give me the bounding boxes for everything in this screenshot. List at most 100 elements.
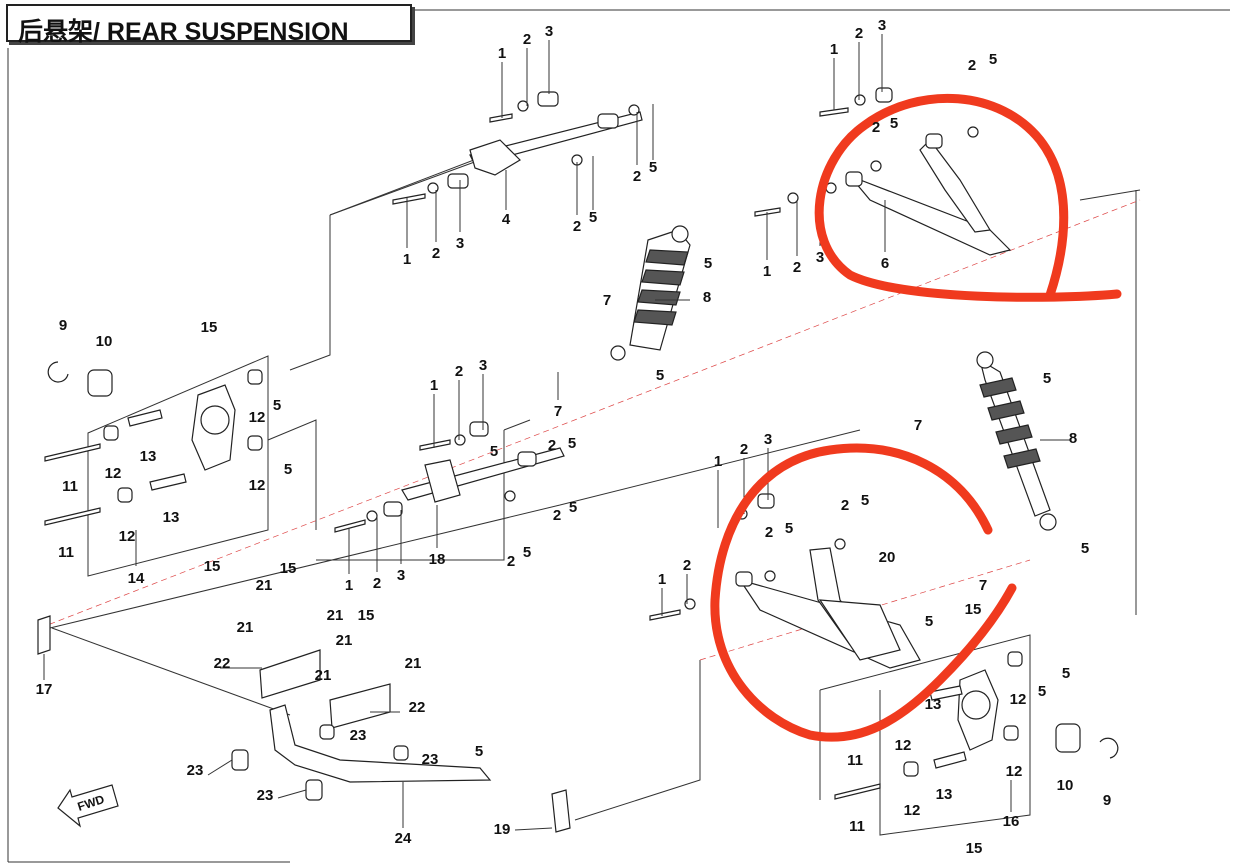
callout-number: 5 <box>785 520 793 537</box>
highlight-annotations <box>710 93 1122 742</box>
callout-number: 19 <box>494 821 511 838</box>
fwd-arrow: FWD <box>57 784 119 828</box>
callout-number: 12 <box>904 802 921 819</box>
knuckle-left <box>44 361 263 526</box>
callout-number: 3 <box>456 235 464 252</box>
callout-number: 13 <box>140 448 157 465</box>
callout-number: 21 <box>315 667 332 684</box>
callout-number: 23 <box>422 751 439 768</box>
callout-number: 23 <box>350 727 367 744</box>
callout-number: 2 <box>548 437 556 454</box>
callout-number: 21 <box>405 655 422 672</box>
lower-arm-right <box>649 493 921 669</box>
callout-number: 21 <box>336 632 353 649</box>
callout-number: 3 <box>878 17 886 34</box>
callout-number: 21 <box>327 607 344 624</box>
callout-number: 7 <box>914 417 922 434</box>
callout-number: 11 <box>849 818 865 835</box>
callout-number: 5 <box>656 367 664 384</box>
callout-number: 21 <box>237 619 254 636</box>
highlight-upper-arm <box>814 93 1122 302</box>
callout-number: 10 <box>1057 777 1074 794</box>
shock-absorber-left <box>610 225 691 361</box>
callout-number: 1 <box>430 377 438 394</box>
upper-arm-assembly-left <box>392 91 643 205</box>
callout-number: 24 <box>395 830 412 847</box>
callout-number: 1 <box>714 453 722 470</box>
callout-number: 5 <box>475 743 483 760</box>
callout-number: 5 <box>284 461 292 478</box>
callout-number: 6 <box>881 255 889 272</box>
callout-number: 15 <box>358 607 375 624</box>
callout-number: 1 <box>658 571 666 588</box>
callout-number: 3 <box>816 249 824 266</box>
callout-number: 2 <box>432 245 440 262</box>
callout-number: 12 <box>1006 763 1023 780</box>
highlight-lower-arm <box>710 443 1017 742</box>
upper-arm-right <box>754 87 1012 256</box>
callout-number: 14 <box>128 570 145 587</box>
callout-number: 20 <box>879 549 896 566</box>
callout-number: 5 <box>1062 665 1070 682</box>
callout-number: 7 <box>603 292 611 309</box>
callout-number: 1 <box>498 45 506 62</box>
callout-number: 2 <box>872 119 880 136</box>
callout-number: 1 <box>345 577 353 594</box>
callout-number: 12 <box>895 737 912 754</box>
callout-number: 5 <box>925 613 933 630</box>
callout-number: 5 <box>490 443 498 460</box>
callout-number: 2 <box>573 218 581 235</box>
callout-number: 11 <box>62 478 78 495</box>
callout-number: 13 <box>936 786 953 803</box>
callout-number: 2 <box>683 557 691 574</box>
callout-number: 5 <box>1043 370 1051 387</box>
callout-number: 10 <box>96 333 113 350</box>
callout-number: 5 <box>861 492 869 509</box>
callout-number: 15 <box>280 560 297 577</box>
callout-number: 5 <box>989 51 997 68</box>
callout-number: 3 <box>545 23 553 40</box>
callout-number: 3 <box>764 431 772 448</box>
callout-number: 18 <box>429 551 446 568</box>
callout-number: 2 <box>765 524 773 541</box>
callout-number: 5 <box>568 435 576 452</box>
callout-number: 5 <box>273 397 281 414</box>
callout-number: 23 <box>257 787 274 804</box>
callout-number: 12 <box>119 528 136 545</box>
page-title: 后悬架/ REAR SUSPENSION <box>18 18 349 46</box>
stabilizer-bar <box>37 615 571 833</box>
callout-number: 5 <box>649 159 657 176</box>
callout-number: 12 <box>1010 691 1027 708</box>
callout-number: 21 <box>256 577 273 594</box>
callout-number: 7 <box>979 577 987 594</box>
callout-number: 2 <box>855 25 863 42</box>
callout-number: 5 <box>569 499 577 516</box>
callout-number: 7 <box>554 403 562 420</box>
callout-number: 5 <box>523 544 531 561</box>
callout-number: 5 <box>589 209 597 226</box>
callout-number: 2 <box>793 259 801 276</box>
callout-number: 11 <box>58 544 74 561</box>
callout-number: 22 <box>214 655 231 672</box>
knuckle-right <box>834 651 1119 800</box>
callout-number: 12 <box>249 477 266 494</box>
callout-number: 15 <box>965 601 982 618</box>
callout-number: 8 <box>703 289 711 306</box>
callout-number: 2 <box>968 57 976 74</box>
callout-number: 2 <box>553 507 561 524</box>
callout-number: 1 <box>830 41 838 58</box>
lower-arm-left <box>334 421 565 533</box>
callout-number: 15 <box>201 319 218 336</box>
callout-number: 22 <box>409 699 426 716</box>
callout-number: 2 <box>507 553 515 570</box>
callout-number: 3 <box>397 567 405 584</box>
shock-absorber-right <box>976 351 1057 531</box>
callout-number: 2 <box>523 31 531 48</box>
callout-number: 5 <box>704 255 712 272</box>
callout-number: 13 <box>925 696 942 713</box>
callout-number: 9 <box>59 317 67 334</box>
callout-number: 2 <box>455 363 463 380</box>
callout-number: 12 <box>249 409 266 426</box>
